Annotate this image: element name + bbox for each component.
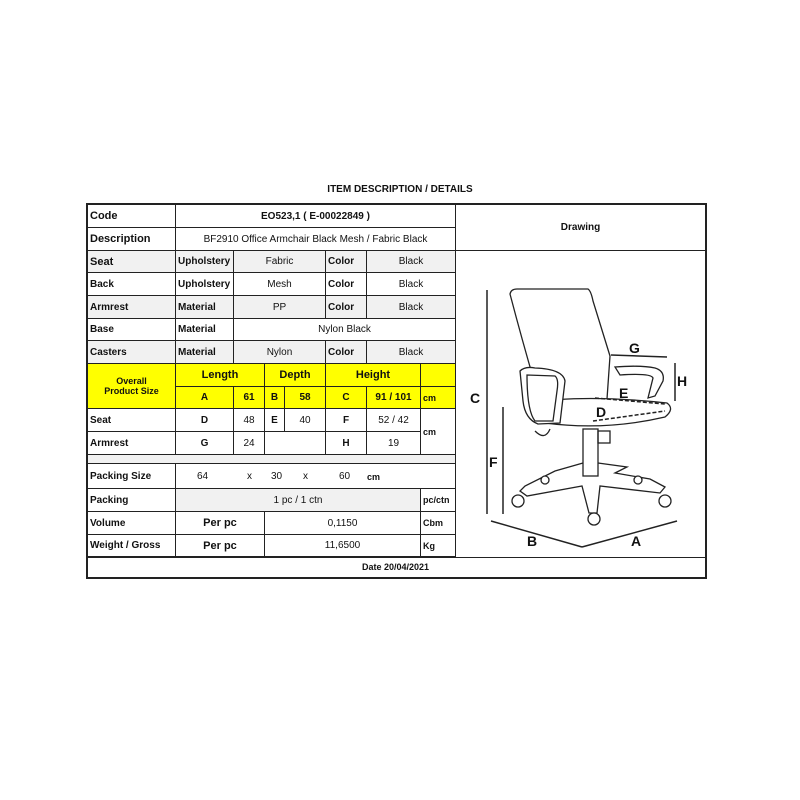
dim-h-value: 19 <box>367 432 421 455</box>
dim-a-label: A <box>176 387 234 409</box>
part-color: Black <box>367 296 456 319</box>
dim-d-value: 48 <box>234 409 265 432</box>
dim-f-label: F <box>326 409 367 432</box>
depth-header: Depth <box>265 364 326 387</box>
code-label: Code <box>88 205 176 228</box>
page-title: ITEM DESCRIPTION / DETAILS <box>327 184 473 195</box>
part-value: Mesh <box>234 273 326 296</box>
armrest-dims-label: Armrest <box>88 432 176 455</box>
empty-cell <box>421 364 456 387</box>
dim-h-label: H <box>326 432 367 455</box>
seat-armrest-unit: cm <box>421 409 456 455</box>
description-label: Description <box>88 228 176 251</box>
part-color-label: Color <box>326 296 367 319</box>
dim-label-f: F <box>489 454 498 470</box>
dim-label-g: G <box>629 340 640 356</box>
part-attr: Material <box>176 296 234 319</box>
empty-cell <box>265 432 326 455</box>
description-value: BF2910 Office Armchair Black Mesh / Fabr… <box>176 228 456 251</box>
dim-c-label: C <box>326 387 367 409</box>
dim-f-value: 52 / 42 <box>367 409 421 432</box>
dim-b-value: 58 <box>285 387 326 409</box>
part-attr: Upholstery <box>176 251 234 273</box>
dim-label-e: E <box>619 385 628 401</box>
dim-d-label: D <box>176 409 234 432</box>
divider <box>88 557 705 558</box>
dim-label-h: H <box>677 373 687 389</box>
dim-a-value: 61 <box>234 387 265 409</box>
overall-unit: cm <box>421 387 456 409</box>
packing-value: 1 pc / 1 ctn <box>176 489 421 512</box>
details-table <box>86 203 707 579</box>
weight-label: Weight / Gross <box>88 535 176 557</box>
part-label: Casters <box>88 341 176 364</box>
packing-size-cell <box>176 464 456 489</box>
drawing-label: Drawing <box>456 205 705 251</box>
dim-c-value: 91 / 101 <box>367 387 421 409</box>
dim-e-label: E <box>265 409 285 432</box>
dim-g-value: 24 <box>234 432 265 455</box>
spacer-row <box>88 455 456 464</box>
length-header: Length <box>176 364 265 387</box>
packing-width: 30 <box>271 471 283 482</box>
part-color-label: Color <box>326 341 367 364</box>
dim-label-a: A <box>631 533 641 549</box>
dim-g-label: G <box>176 432 234 455</box>
part-color-label: Color <box>326 251 367 273</box>
code-value: EO523,1 ( E-00022849 ) <box>176 205 456 228</box>
dim-label-b: B <box>527 533 537 549</box>
part-label: Armrest <box>88 296 176 319</box>
packing-unit: pc/ctn <box>421 489 456 512</box>
part-label: Base <box>88 319 176 341</box>
date: Date 20/04/2021 <box>362 562 430 572</box>
part-color: Black <box>367 273 456 296</box>
weight-per: Per pc <box>176 535 265 557</box>
chair-drawing: C F B A G H E D <box>470 288 687 549</box>
dim-e-value: 40 <box>285 409 326 432</box>
part-label: Seat <box>88 251 176 273</box>
dim-label-d: D <box>596 404 606 420</box>
part-value: Nylon Black <box>234 319 456 341</box>
packing-label: Packing <box>88 489 176 512</box>
volume-value: 0,1150 <box>265 512 421 535</box>
chair-armrests <box>519 365 664 425</box>
overall-size-label: Overall Product Size <box>88 364 176 409</box>
packing-x: x <box>303 471 308 482</box>
part-attr: Upholstery <box>176 273 234 296</box>
seat-dims-label: Seat <box>88 409 176 432</box>
packing-unit: cm <box>367 472 381 482</box>
volume-unit: Cbm <box>421 512 456 535</box>
part-color: Black <box>367 251 456 273</box>
packing-height: 60 <box>339 471 351 482</box>
packing-size-label: Packing Size <box>88 464 176 489</box>
part-attr: Material <box>176 341 234 364</box>
dim-label-c: C <box>470 390 480 406</box>
part-label: Back <box>88 273 176 296</box>
part-color: Black <box>367 341 456 364</box>
part-value: Fabric <box>234 251 326 273</box>
packing-x: x <box>247 471 252 482</box>
chair-stem-base <box>511 428 672 526</box>
part-attr: Material <box>176 319 234 341</box>
volume-per: Per pc <box>176 512 265 535</box>
volume-label: Volume <box>88 512 176 535</box>
weight-unit: Kg <box>421 535 456 557</box>
part-value: Nylon <box>234 341 326 364</box>
dim-b-label: B <box>265 387 285 409</box>
height-header: Height <box>326 364 421 387</box>
weight-value: 11,6500 <box>265 535 421 557</box>
part-color-label: Color <box>326 273 367 296</box>
packing-length: 64 <box>197 471 209 482</box>
dimension-lines <box>486 290 678 548</box>
part-value: PP <box>234 296 326 319</box>
